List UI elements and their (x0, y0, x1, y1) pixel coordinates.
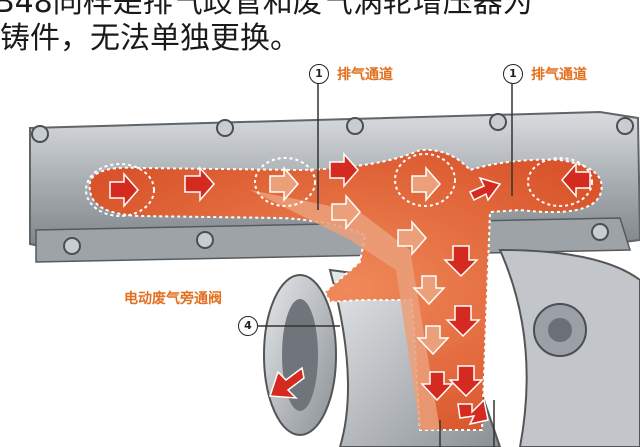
caption-line-1: B48同样是排气歧管和废气涡轮增压器为 (0, 0, 533, 20)
bolt-icons (31, 113, 634, 255)
flow-arrow-icon (468, 176, 502, 202)
flow-arrow-icon (448, 365, 484, 398)
callout-number-right: 1 (503, 64, 523, 84)
flow-arrow-icon (109, 172, 139, 208)
flow-arrow-icon (445, 305, 481, 338)
flow-arrow-icon (457, 398, 489, 426)
callout-label-wastegate-valve: 电动废气旁通阀 (124, 291, 222, 307)
flow-arrow-icon (420, 371, 454, 402)
flow-arrow-icon (443, 245, 479, 278)
flow-arrow-icon (331, 194, 361, 230)
flow-arrows (109, 152, 591, 426)
flow-arrow-icon (184, 166, 215, 202)
callout-lines (258, 84, 513, 447)
flow-arrow-icon (269, 166, 299, 202)
flow-arrow-icon (412, 275, 446, 306)
callout-label-right-exhaust-channel: 排气通道 (531, 67, 587, 83)
callout-number-left: 1 (309, 64, 329, 84)
flow-arrow-icon (561, 162, 591, 198)
flow-arrow-icon (397, 220, 427, 256)
exhaust-out-arrow-icon (268, 366, 305, 399)
callout-label-left-exhaust-channel: 排气通道 (337, 67, 393, 83)
flow-arrow-icon (416, 325, 450, 356)
flow-arrow-icon (329, 152, 359, 188)
caption-line-2: 铸件，无法单独更换。 (0, 21, 300, 56)
callout-number-wastegate: 4 (238, 316, 258, 336)
exhaust-flow-channel (85, 148, 603, 431)
flow-arrow-icon (411, 166, 441, 202)
